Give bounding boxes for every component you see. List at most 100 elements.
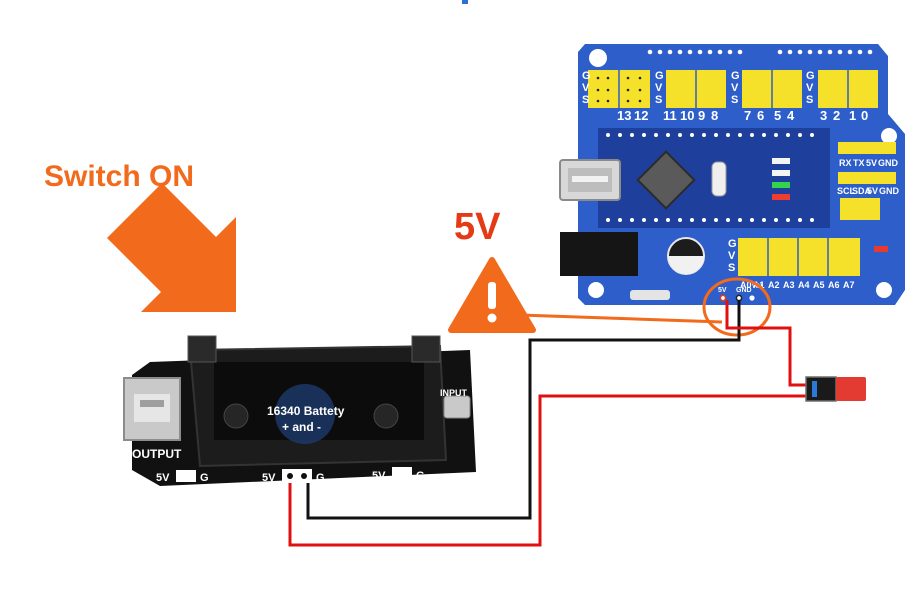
analog-header (738, 238, 860, 276)
pin-a7: A7 (843, 280, 855, 290)
pin-2: 2 (833, 108, 840, 123)
gvs-v: V (655, 82, 663, 94)
dc-jack (560, 232, 638, 276)
crystal (711, 161, 727, 197)
i2c-scl: SCL (837, 186, 856, 196)
pin-3: 3 (820, 108, 827, 123)
reset-button (630, 290, 670, 300)
mount-hole (881, 128, 897, 144)
callout-line (519, 313, 723, 324)
pin-label-g: G (416, 470, 425, 482)
pin-12: 12 (634, 108, 648, 123)
mount-hole (876, 282, 892, 298)
i2c-header (840, 198, 880, 220)
gvs-s: S (655, 94, 662, 106)
mount-hole (589, 49, 607, 67)
pin-4: 4 (787, 108, 795, 123)
gvs-s: S (806, 94, 813, 106)
gvs-s: S (582, 94, 589, 106)
pin-7: 7 (744, 108, 751, 123)
output-label: OUTPUT (132, 447, 182, 461)
uart-header (838, 142, 896, 154)
digital-pin-labels: 13 12 11 10 9 8 7 6 5 4 3 2 1 0 (617, 108, 868, 123)
usb-port-icon (559, 159, 621, 201)
warning-triangle-icon (448, 257, 536, 333)
pin-a4: A4 (798, 280, 810, 290)
uart-tx: TX (853, 158, 865, 168)
gvs-v: V (582, 82, 590, 94)
gvs-g: G (806, 70, 815, 82)
pin-label-5v: 5V (156, 472, 170, 484)
led-indicator (772, 194, 790, 200)
gvs-g: G (731, 70, 740, 82)
pin-a6: A6 (828, 280, 840, 290)
wires (288, 300, 808, 547)
i2c-gnd: GND (879, 186, 900, 196)
slide-switch-icon (805, 376, 866, 402)
battery-board: 16340 Battety + and - INPUT OUTPUT 5V G … (123, 335, 476, 486)
top-pin-dots (647, 49, 873, 55)
power-gnd-label: GND (736, 287, 752, 294)
red-wire-to-battery (288, 394, 808, 547)
pin-a3: A3 (783, 280, 795, 290)
gvs-v: V (806, 82, 814, 94)
gvs-g: G (655, 70, 664, 82)
pin-0: 0 (861, 108, 868, 123)
usb-output-port-icon (123, 377, 181, 441)
black-wire (306, 300, 741, 520)
power-pins: 5V GND VIN (718, 284, 762, 302)
mcu-chip (636, 150, 696, 210)
gvs-v: V (731, 82, 739, 94)
pin-11: 11 (663, 108, 677, 123)
gvs-g: G (582, 70, 591, 82)
highlight-circle (702, 277, 772, 337)
power-vin-label: VIN (752, 284, 762, 290)
switch-on-label: Switch ON (44, 160, 195, 193)
pin-10: 10 (680, 108, 694, 123)
uart-5v: 5V (866, 158, 877, 168)
pin-1: 1 (849, 108, 856, 123)
uart-rx: RX (839, 158, 852, 168)
pin-a2: A2 (768, 280, 780, 290)
pin-label-5v: 5V (372, 470, 386, 482)
digital-headers (588, 70, 878, 108)
pin-9: 9 (698, 108, 705, 123)
top-edge-mark (462, 0, 468, 4)
gvs-g: G (728, 238, 737, 250)
power-5v-label: 5V (718, 287, 727, 294)
gvs-s: S (728, 262, 735, 274)
led-indicator (772, 170, 790, 176)
mount-hole (588, 282, 604, 298)
led-indicator (772, 182, 790, 188)
pin-label-5v: 5V (262, 472, 276, 484)
micro-usb-port-icon (443, 395, 471, 419)
pin-5: 5 (774, 108, 781, 123)
gvs-v: V (728, 250, 736, 262)
input-label: INPUT (440, 388, 468, 398)
holder-text-line1: 16340 Battety (267, 404, 345, 418)
down-right-arrow-icon (107, 183, 236, 312)
pin-label-g: G (316, 472, 325, 484)
uart-header-2 (838, 172, 896, 184)
i2c-5v: 5V (867, 186, 878, 196)
smd-resistor (874, 246, 888, 252)
pin-label-g: G (200, 472, 209, 484)
battery-sticker (275, 384, 335, 444)
arduino-shield: G V S G V S G V S G V S 13 12 11 10 9 8 … (559, 44, 905, 305)
holder-text-line2: + and - (282, 420, 321, 434)
i2c-sda: SDA (852, 186, 872, 196)
nano-pin-dots (606, 133, 814, 222)
battery-pin-headers (176, 467, 412, 483)
voltage-label: 5V (454, 206, 501, 248)
pin-a0: A0 (740, 280, 752, 290)
led-indicator (772, 158, 790, 164)
uart-gnd: GND (878, 158, 899, 168)
gvs-labels: G V S G V S G V S G V S (582, 70, 815, 106)
pin-6: 6 (757, 108, 764, 123)
pin-a5: A5 (813, 280, 825, 290)
red-wire-to-switch (725, 300, 808, 387)
gvs-s: S (731, 94, 738, 106)
pin-8: 8 (711, 108, 718, 123)
pin-13: 13 (617, 108, 631, 123)
